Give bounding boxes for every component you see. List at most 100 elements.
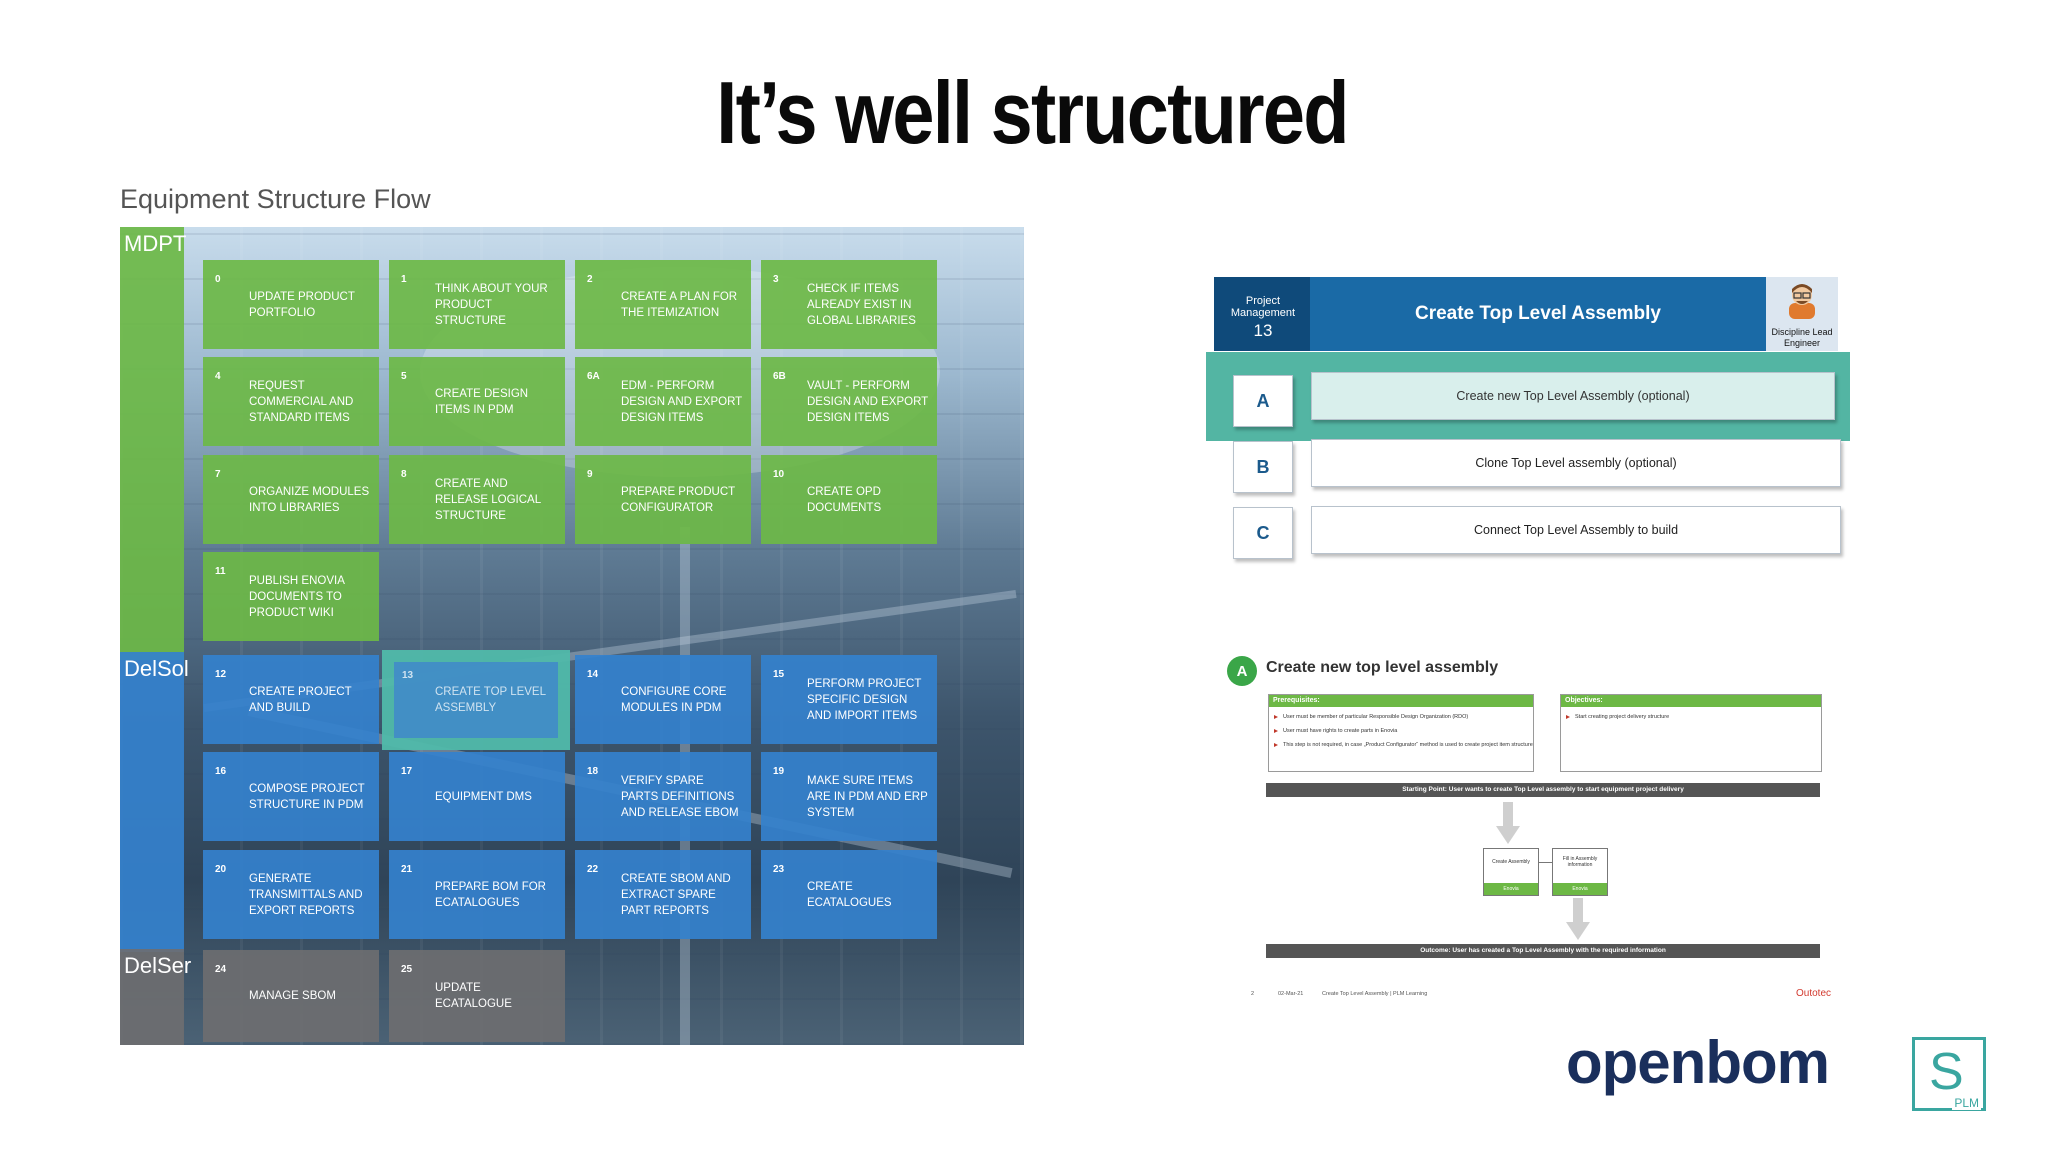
lane-delser: DelSer: [120, 949, 191, 1045]
row-c-option[interactable]: Connect Top Level Assembly to build: [1311, 506, 1841, 554]
step-label: CREATE TOP LEVEL ASSEMBLY: [435, 686, 546, 714]
step-number: 3: [773, 274, 779, 285]
step-label: THINK ABOUT YOUR PRODUCT STRUCTURE: [435, 282, 548, 327]
process-step-label: Fill in Assembly information: [1562, 856, 1598, 868]
prerequisite-item: User must be member of particular Respon…: [1274, 713, 1533, 721]
splm-logo: S PLM: [1912, 1037, 1986, 1111]
step-number: 23: [773, 864, 785, 875]
objectives-title: Objectives:: [1561, 695, 1821, 707]
step-label: EDM - PERFORM DESIGN AND EXPORT DESIGN I…: [621, 379, 742, 424]
step-number: 21: [401, 864, 413, 875]
row-c-letter[interactable]: C: [1233, 507, 1293, 559]
step-label: ORGANIZE MODULES INTO LIBRARIES: [249, 485, 370, 514]
step-label: PREPARE PRODUCT CONFIGURATOR: [621, 485, 735, 514]
process-title: Create Top Level Assembly: [1310, 277, 1766, 351]
outcome-bar: Outcome: User has created a Top Level As…: [1266, 944, 1820, 958]
starting-point-bar: Starting Point: User wants to create Top…: [1266, 783, 1820, 797]
step-label: PUBLISH ENOVIA DOCUMENTS TO PRODUCT WIKI: [249, 574, 345, 619]
lane-label: DelSol: [124, 656, 189, 681]
row-a-option[interactable]: Create new Top Level Assembly (optional): [1311, 372, 1835, 420]
footer-page: 2: [1251, 991, 1255, 997]
step-label: EQUIPMENT DMS: [435, 790, 532, 803]
process-step: Fill in Assembly information Enovia: [1552, 848, 1608, 896]
step-label: VERIFY SPARE PARTS DEFINITIONS AND RELEA…: [621, 774, 739, 819]
step-number: 0: [215, 274, 221, 285]
step-number: 13: [402, 670, 414, 681]
row-a-letter[interactable]: A: [1233, 375, 1293, 427]
step-label: CHECK IF ITEMS ALREADY EXIST IN GLOBAL L…: [807, 282, 916, 327]
pm-number: 13: [1253, 321, 1273, 340]
step-label: CREATE PROJECT AND BUILD: [249, 685, 352, 714]
step-label: MANAGE SBOM: [249, 990, 336, 1002]
step-number: 24: [215, 964, 227, 975]
role-box: Discipline Lead Engineer: [1766, 277, 1838, 351]
openbom-logo: openbom: [1566, 1029, 1830, 1096]
step-label: CREATE A PLAN FOR THE ITEMIZATION: [621, 290, 738, 319]
flow-step-6a[interactable]: 6A EDM - PERFORM DESIGN AND EXPORT DESIGN…: [575, 357, 751, 446]
step-number: 15: [773, 669, 785, 680]
footer-date: 02-Mar-21: [1278, 991, 1304, 997]
step-label: GENERATE TRANSMITTALS AND EXPORT REPORTS: [249, 872, 363, 917]
lane-label: MDPT: [124, 231, 187, 256]
step-label: MAKE SURE ITEMS ARE IN PDM AND ERP SYSTE…: [807, 774, 928, 819]
objective-item: Start creating project delivery structur…: [1566, 713, 1821, 721]
selected-tile-inner: [394, 662, 558, 738]
project-management-badge: Project Management 13: [1214, 277, 1312, 351]
step-label: CREATE DESIGN ITEMS IN PDM: [435, 387, 529, 416]
outotec-logo: Outotec: [1796, 988, 1832, 999]
splm-sub: PLM: [1952, 1096, 1981, 1110]
step-number: 4: [215, 371, 221, 382]
prerequisites-title: Prerequisites:: [1269, 695, 1533, 707]
down-arrow-icon: [1496, 802, 1520, 844]
connector-line: [1538, 862, 1552, 863]
prerequisites-box: Prerequisites: User must be member of pa…: [1268, 694, 1534, 772]
detail-badge: A: [1227, 656, 1257, 686]
step-number: 6A: [587, 371, 600, 382]
step-number: 6B: [773, 371, 786, 382]
lane-mdpt: MDPT: [120, 227, 187, 660]
step-number: 17: [401, 766, 413, 777]
detail-heading: Create new top level assembly: [1266, 659, 1499, 676]
step-label: CREATE ECATALOGUES: [807, 880, 892, 909]
flow-title: Equipment Structure Flow: [120, 184, 431, 214]
step-number: 11: [215, 566, 226, 577]
row-b-letter[interactable]: B: [1233, 441, 1293, 493]
step-label: CREATE AND RELEASE LOGICAL STRUCTURE: [435, 477, 541, 522]
down-arrow-icon: [1566, 898, 1590, 940]
step-label: CREATE SBOM AND EXTRACT SPARE PART REPOR…: [621, 872, 731, 917]
step-label: CREATE OPD DOCUMENTS: [807, 485, 882, 514]
step-number: 7: [215, 469, 221, 480]
process-step-system: Enovia: [1484, 883, 1538, 895]
step-label: REQUEST COMMERCIAL AND STANDARD ITEMS: [249, 379, 354, 424]
step-number: 2: [587, 274, 593, 285]
step-label: UPDATE ECATALOGUE: [435, 982, 512, 1010]
row-b-option[interactable]: Clone Top Level assembly (optional): [1311, 439, 1841, 487]
